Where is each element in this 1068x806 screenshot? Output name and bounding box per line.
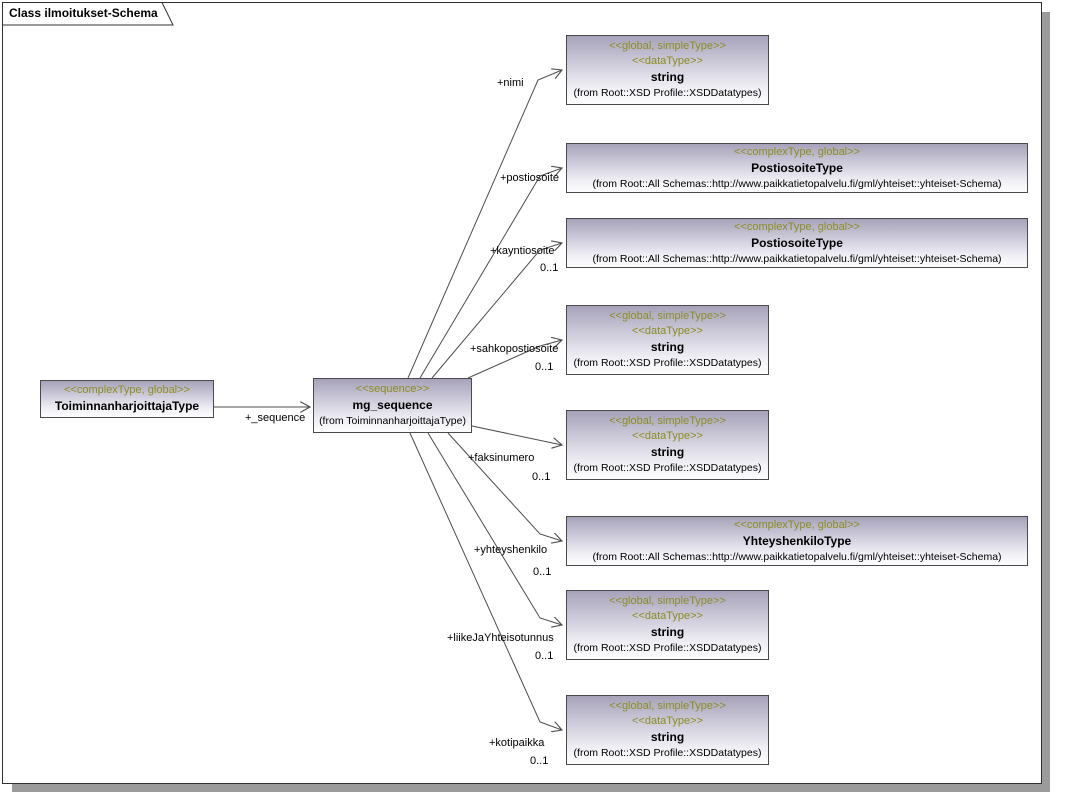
stereotype-label: <<dataType>> [632,325,703,337]
class-node-string-nimi[interactable]: <<global, simpleType>> <<dataType>> stri… [566,35,769,105]
stereotype-label: <<complexType, global>> [734,220,860,233]
from-package: (from Root::All Schemas::http://www.paik… [592,550,1002,563]
edge-label-nimi[interactable]: +nimi [497,77,524,89]
edge-multiplicity-sahkopostiosoite[interactable]: 0..1 [535,361,554,373]
from-package: (from Root::XSD Profile::XSDDatatypes) [573,747,762,759]
from-package: (from Root::XSD Profile::XSDDatatypes) [573,642,762,654]
class-node-string-faksinumero[interactable]: <<global, simpleType>> <<dataType>> stri… [566,410,769,480]
edge-label-faksinumero[interactable]: +faksinumero [468,452,535,464]
edge-multiplicity-liikejayhteisotunnus[interactable]: 0..1 [535,650,554,662]
from-package: (from Root::XSD Profile::XSDDatatypes) [573,462,762,474]
class-name: PostiosoiteType [751,235,843,250]
stereotype-label: <<complexType, global>> [64,384,190,396]
diagram-title-tab: Class ilmoitukset-Schema [2,2,186,26]
class-name: string [650,70,685,84]
stereotype-label: <<sequence>> [355,383,430,395]
stereotype-label: <<dataType>> [632,715,703,727]
class-node-string-kotipaikka[interactable]: <<global, simpleType>> <<dataType>> stri… [566,695,769,765]
from-package: (from Root::XSD Profile::XSDDatatypes) [573,357,762,369]
class-node-string-sahkopostiosoite[interactable]: <<global, simpleType>> <<dataType>> stri… [566,305,769,375]
class-name: string [650,445,685,459]
diagram-title: Class ilmoitukset-Schema [9,6,158,20]
class-name: ToiminnanharjoittajaType [54,399,200,413]
edge-label-yhteyshenkilo[interactable]: +yhteyshenkilo [474,544,548,556]
class-node-string-liikejayhteisotunnus[interactable]: <<global, simpleType>> <<dataType>> stri… [566,590,769,660]
edge-multiplicity-kotipaikka[interactable]: 0..1 [530,755,549,767]
class-name: YhteyshenkiloType [742,533,852,548]
class-name: string [650,340,685,354]
class-name: PostiosoiteType [751,160,843,175]
stereotype-label: <<dataType>> [632,55,703,67]
class-node-yhteyshenkilotype[interactable]: <<complexType, global>> YhteyshenkiloTyp… [566,516,1028,566]
stereotype-label: <<dataType>> [632,430,703,442]
edge-multiplicity-kayntiosoite[interactable]: 0..1 [540,262,559,274]
stereotype-label: <<global, simpleType>> [609,40,726,52]
edge-multiplicity-yhteyshenkilo[interactable]: 0..1 [533,566,552,578]
edge-label-sahkopostiosoite[interactable]: +sahkopostiosoite [470,343,559,355]
from-package: (from Root::XSD Profile::XSDDatatypes) [573,87,762,99]
class-name: string [650,625,685,639]
stereotype-label: <<global, simpleType>> [609,595,726,607]
from-package: (from Root::All Schemas::http://www.paik… [592,177,1002,190]
edge-label-sequence[interactable]: +_sequence [245,412,306,424]
class-node-mg-sequence[interactable]: <<sequence>> mg_sequence (from Toiminnan… [313,378,472,433]
from-package: (from ToiminnanharjoittajaType) [319,415,466,427]
stereotype-label: <<complexType, global>> [734,145,860,158]
class-node-toiminnanharjoittajatype[interactable]: <<complexType, global>> Toiminnanharjoit… [40,380,214,418]
edge-label-kayntiosoite[interactable]: +kayntiosoite [490,245,555,257]
stereotype-label: <<dataType>> [632,610,703,622]
stereotype-label: <<complexType, global>> [734,518,860,531]
from-package: (from Root::All Schemas::http://www.paik… [592,252,1002,265]
edge-multiplicity-faksinumero[interactable]: 0..1 [532,471,551,483]
edge-label-kotipaikka[interactable]: +kotipaikka [489,737,545,749]
edge-label-liikejayhteisotunnus[interactable]: +liikeJaYhteisotunnus [447,632,554,644]
class-name: mg_sequence [352,398,433,412]
class-node-postiosoitetype-1[interactable]: <<complexType, global>> PostiosoiteType … [566,143,1028,193]
stereotype-label: <<global, simpleType>> [609,700,726,712]
stereotype-label: <<global, simpleType>> [609,310,726,322]
class-node-postiosoitetype-2[interactable]: <<complexType, global>> PostiosoiteType … [566,218,1028,268]
class-name: string [650,730,685,744]
stereotype-label: <<global, simpleType>> [609,415,726,427]
title-tab-shape [2,2,174,26]
edge-label-postiosoite[interactable]: +postiosoite [500,172,560,184]
